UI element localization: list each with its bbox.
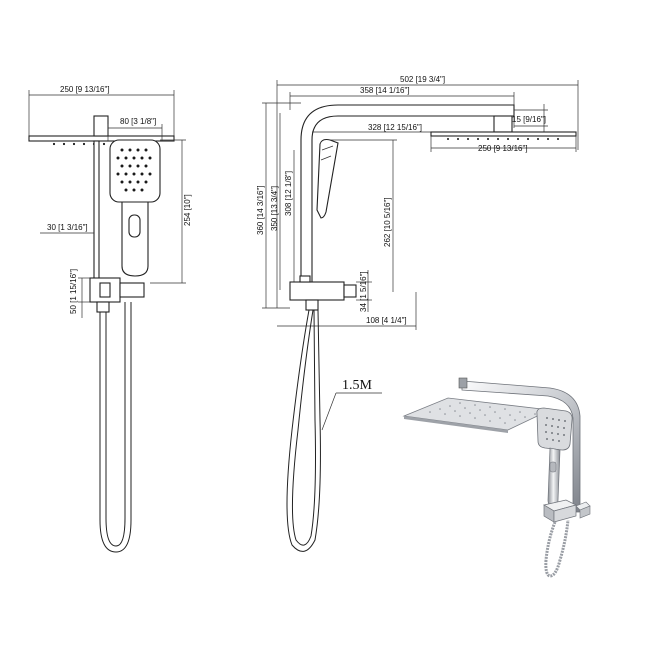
product-render <box>402 377 591 578</box>
side-handset <box>316 138 339 219</box>
front-handset-button <box>128 214 141 238</box>
side-handset-height-label: 262 [10 5/16"] <box>383 197 392 247</box>
side-bracket-depth-label: 108 [4 1/4"] <box>366 316 407 325</box>
side-hose-nut <box>305 299 319 311</box>
render-handset-handle <box>547 447 561 507</box>
side-view: 502 [19 3/4"] 358 [14 1/16"] 15 [9/16"] … <box>256 75 579 552</box>
side-head-connector <box>493 115 513 133</box>
side-overall-width-label: 502 [19 3/4"] <box>400 75 445 84</box>
render-handset-face <box>536 407 573 451</box>
front-wall-offset-label: 30 [1 3/16"] <box>47 223 88 232</box>
side-head-width-label: 250 [9 13/16"] <box>478 144 528 153</box>
front-arm-connector <box>93 115 109 137</box>
render-handset-nozzles <box>545 417 566 442</box>
hose-length-label: 1.5M <box>342 378 373 393</box>
render-head-nozzles <box>429 402 536 424</box>
side-rail-to-head-label: 328 [12 15/16"] <box>368 123 422 132</box>
front-handset-nozzles <box>116 148 152 192</box>
front-handset-width-label: 80 [3 1/8"] <box>120 117 156 126</box>
render-wall-bracket <box>543 499 591 523</box>
front-width-label: 250 [9 13/16"] <box>60 85 110 94</box>
side-bracket-height-label: 34 [1 5/16"] <box>359 271 368 312</box>
side-overall-height-label: 360 [14 3/16"] <box>256 185 265 235</box>
side-shower-head <box>430 131 577 137</box>
side-slide-height-label: 308 [12 1/8"] <box>284 171 293 216</box>
front-view: 250 [9 13/16"] 80 [3 1/8"] <box>28 85 192 553</box>
front-bracket-height-label: 50 [1 15/16"] <box>69 269 78 314</box>
front-handset-handle <box>121 201 149 277</box>
render-shower-head <box>402 397 552 431</box>
render-hose <box>544 519 570 578</box>
front-hose <box>99 302 132 553</box>
front-handset-length-label: 254 [10"] <box>183 194 192 226</box>
side-arm-reach-label: 358 [14 1/16"] <box>360 86 410 95</box>
side-hose <box>286 309 321 552</box>
front-riser-rail <box>93 140 100 284</box>
side-head-nozzles <box>447 138 559 140</box>
side-wall-bracket <box>289 281 345 301</box>
front-handset-face <box>109 139 161 203</box>
side-rail-height-label: 350 [13 3/4"] <box>270 186 279 231</box>
front-hose-nut <box>96 301 110 313</box>
side-arm-offset-label: 15 [9/16"] <box>512 115 546 124</box>
